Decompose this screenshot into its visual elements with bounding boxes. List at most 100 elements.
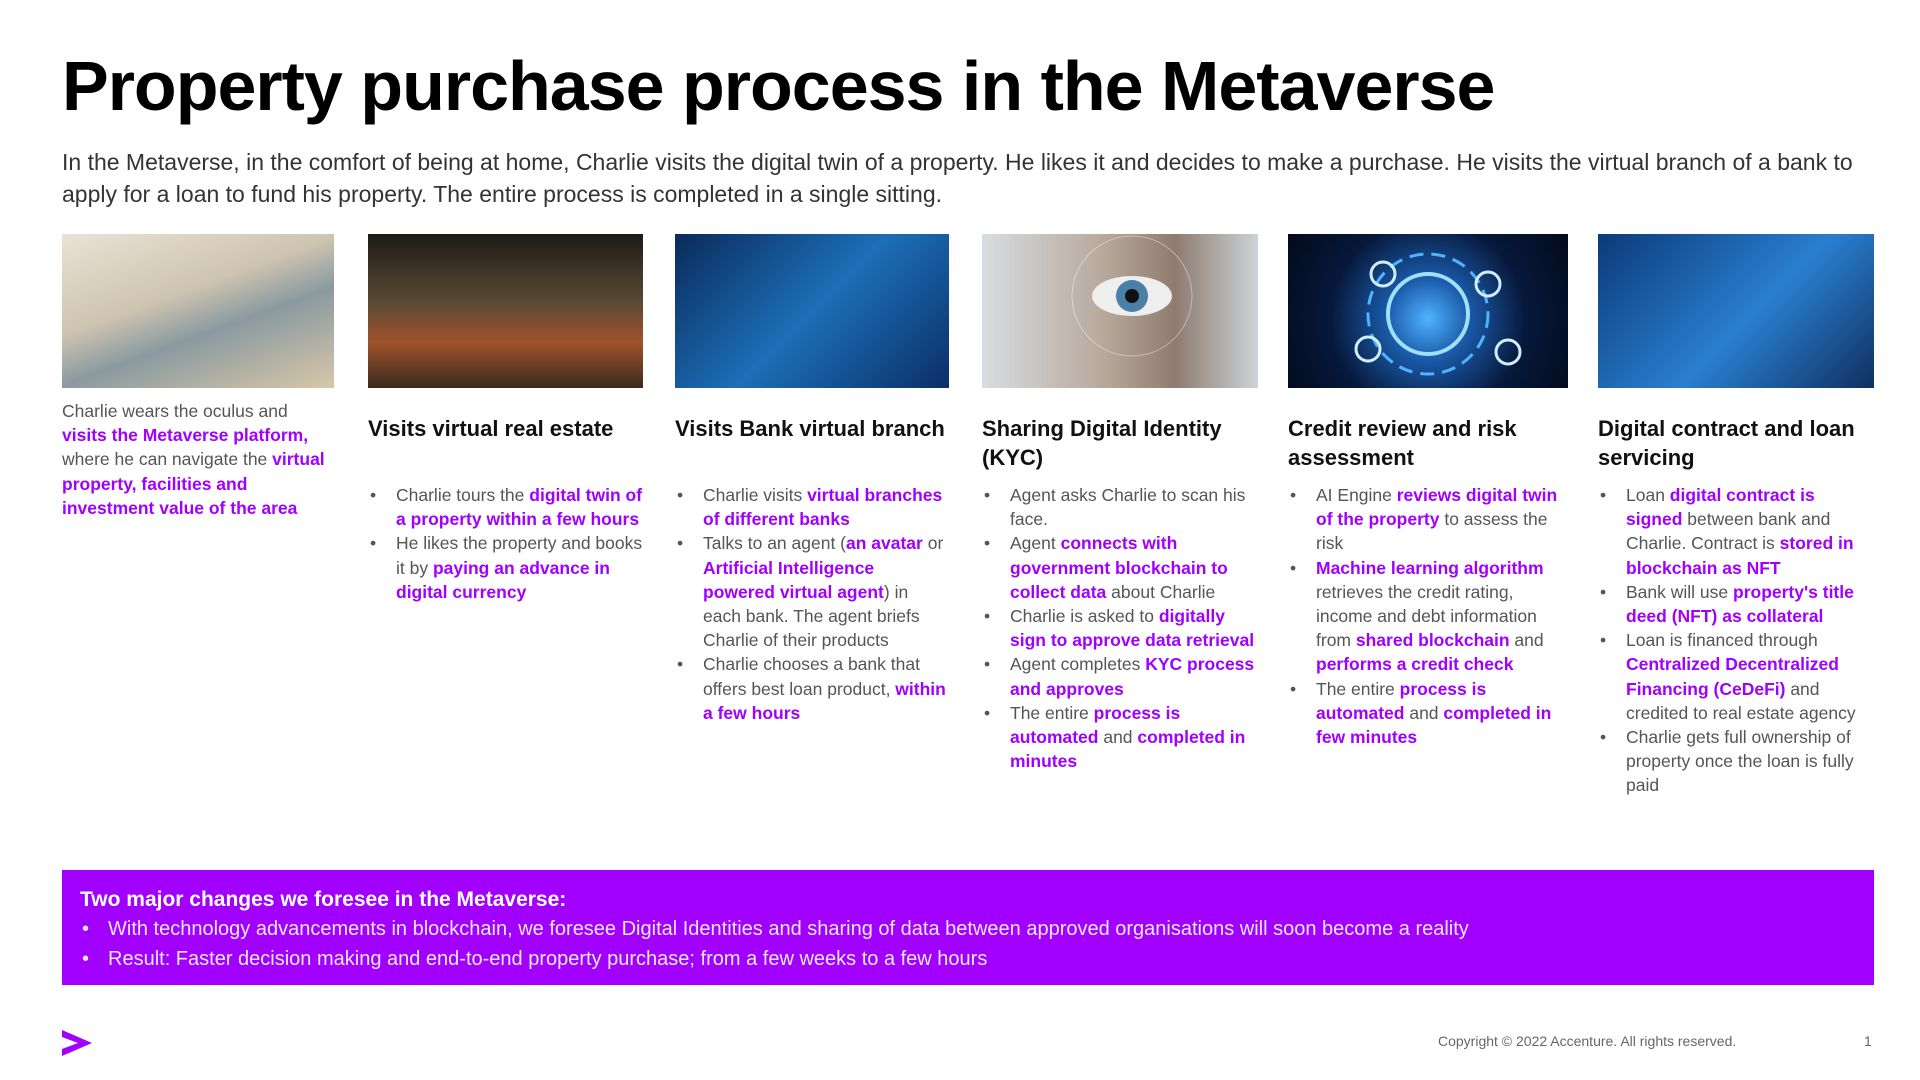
key-changes-banner: Two major changes we foresee in the Meta… [62, 870, 1874, 985]
bullet-item: Charlie gets full ownership of property … [1598, 725, 1874, 798]
highlight-text: digital contract is signed [1626, 485, 1815, 530]
process-step-3: Visits Bank virtual branchCharlie visits… [675, 234, 949, 725]
highlight-text: digital twin of a property within a few … [396, 485, 643, 530]
bullet-item: The entire process is automated and comp… [982, 701, 1258, 774]
bullet-item: Charlie tours the digital twin of a prop… [368, 483, 643, 531]
highlight-text: connects with government blockchain to c… [1010, 533, 1228, 602]
body-text: AI Engine [1316, 485, 1397, 505]
highlight-text: property's title deed (NFT) as collatera… [1626, 581, 1854, 627]
step-bullets: Charlie tours the digital twin of a prop… [368, 483, 643, 604]
page-number: 1 [1864, 1033, 1872, 1049]
body-text: Charlie chooses a bank that offers best … [703, 654, 920, 699]
body-text: to assess the risk [1316, 509, 1548, 554]
process-step-4: Sharing Digital Identity (KYC) Agent asks… [982, 234, 1258, 773]
page-title: Property purchase process in the Metaver… [62, 47, 1495, 125]
body-text: about Charlie [1106, 581, 1216, 602]
bullet-item: Machine learning algorithm retrieves the… [1288, 556, 1568, 677]
highlight-text: shared blockchain [1355, 630, 1510, 651]
body-text: and [1509, 630, 1544, 651]
highlight-text: an avatar [846, 533, 923, 554]
eye-scan-image [982, 234, 1258, 388]
bullet-item: Bank will use property's title deed (NFT… [1598, 580, 1874, 628]
body-text: Charlie tours the [396, 485, 530, 505]
body-text: He likes the property and books it by [396, 533, 643, 578]
body-text: Loan is financed through [1626, 630, 1818, 651]
highlight-text: within a few hours [703, 678, 946, 723]
highlight-text: Centralized Decentralized Financing (CeD… [1626, 654, 1839, 699]
highlight-text: performs a credit check [1316, 654, 1514, 675]
body-text: The entire [1316, 678, 1400, 699]
banner-item: Result: Faster decision making and end-t… [80, 944, 1856, 974]
step-bullets: Charlie visits virtual branches of diffe… [675, 483, 949, 725]
accenture-logo-icon [60, 1026, 94, 1065]
body-text: Talks to an agent ( [703, 533, 846, 554]
body-text: and [1404, 702, 1444, 723]
step-heading: Visits virtual real estate [368, 416, 614, 441]
body-text: between bank and Charlie. Contract is [1626, 509, 1831, 554]
step-heading: Sharing Digital Identity (KYC) [982, 416, 1222, 470]
bullet-item: Loan digital contract is signed between … [1598, 483, 1874, 580]
step-bullets: Loan digital contract is signed between … [1598, 483, 1874, 798]
bullet-item: The entire process is automated and comp… [1288, 677, 1568, 750]
highlight-text: process is automated [1010, 702, 1181, 748]
body-text: where he can navigate the [62, 449, 273, 470]
body-text: Agent [1010, 533, 1061, 554]
body-text: and [1098, 727, 1138, 748]
bullet-item: Agent completes KYC process and approves [982, 652, 1258, 700]
highlight-text: completed in few minutes [1316, 702, 1552, 748]
ai-engine-hologram-image [1288, 234, 1568, 388]
process-step-5: Credit review and risk assessment AI Engi… [1288, 234, 1568, 749]
body-text: ) in each bank. The agent briefs Charlie… [703, 581, 920, 651]
step-bullets: Agent asks Charlie to scan his face.Agen… [982, 483, 1258, 773]
bullet-item: He likes the property and books it by pa… [368, 531, 643, 604]
step-heading: Credit review and risk assessment [1288, 416, 1517, 470]
step-heading: Digital contract and loan servicing [1598, 416, 1855, 470]
process-step-2: Visits virtual real estateCharlie tours … [368, 234, 643, 604]
highlight-text: virtual property, facilities and investm… [62, 449, 325, 518]
copyright: Copyright © 2022 Accenture. All rights r… [1438, 1033, 1737, 1049]
highlight-text: digitally sign to approve data retrieval [1010, 606, 1255, 651]
hand-holding-digital-tablet-image [1598, 234, 1874, 388]
bullet-item: Agent connects with government blockchai… [982, 531, 1258, 604]
bullet-item: Talks to an agent (an avatar or Artifici… [675, 531, 949, 652]
body-text: Charlie gets full ownership of property … [1626, 727, 1854, 796]
body-text: Charlie is asked to [1010, 606, 1159, 627]
highlight-text: visits the Metaverse platform, [62, 425, 309, 446]
body-text: The entire [1010, 702, 1094, 723]
highlight-text: reviews digital twin of the property [1316, 485, 1558, 530]
bullet-item: AI Engine reviews digital twin of the pr… [1288, 483, 1568, 556]
banner-title: Two major changes we foresee in the Meta… [80, 888, 567, 911]
bullet-item: Charlie is asked to digitally sign to ap… [982, 604, 1258, 652]
highlight-text: Machine learning algorithm [1316, 557, 1544, 578]
highlight-text: process is automated [1316, 678, 1487, 723]
bullet-item: Agent asks Charlie to scan his face. [982, 483, 1258, 531]
body-text: Loan [1626, 485, 1670, 505]
body-text: Agent completes [1010, 654, 1146, 675]
body-text: and credited to real estate agency [1626, 678, 1856, 723]
highlight-text: Artificial Intelligence powered virtual … [703, 557, 884, 602]
highlight-text: virtual branches of different banks [703, 485, 943, 530]
digital-bank-interface-image [675, 234, 949, 388]
body-text: Charlie wears the oculus and [62, 401, 288, 421]
body-text: or [922, 533, 944, 554]
body-text: Agent asks Charlie to scan his face. [1010, 485, 1246, 530]
body-text: Charlie visits [703, 485, 808, 505]
body-text: Bank will use [1626, 581, 1733, 602]
man-with-vr-headset-on-sofa-image [62, 234, 334, 388]
step-heading: Visits Bank virtual branch [675, 416, 945, 441]
step-bullets: AI Engine reviews digital twin of the pr… [1288, 483, 1568, 749]
bullet-item: Loan is financed through Centralized Dec… [1598, 628, 1874, 725]
highlight-text: paying an advance in digital currency [396, 557, 610, 602]
step-description: Charlie wears the oculus and visits the … [62, 399, 334, 520]
highlight-text: KYC process and approves [1010, 654, 1255, 699]
body-text: retrieves the credit rating, income and … [1316, 581, 1537, 651]
bullet-item: Charlie chooses a bank that offers best … [675, 652, 949, 725]
page-subtitle: In the Metaverse, in the comfort of bein… [62, 149, 1853, 207]
banner-item: With technology advancements in blockcha… [80, 914, 1856, 944]
virtual-living-room-image [368, 234, 643, 388]
highlight-text: stored in blockchain as NFT [1626, 533, 1854, 578]
bullet-item: Charlie visits virtual branches of diffe… [675, 483, 949, 531]
highlight-text: completed in minutes [1010, 727, 1246, 772]
process-step-6: Digital contract and loan servicingLoan … [1598, 234, 1874, 798]
process-step-1: Charlie wears the oculus and visits the … [62, 234, 334, 520]
